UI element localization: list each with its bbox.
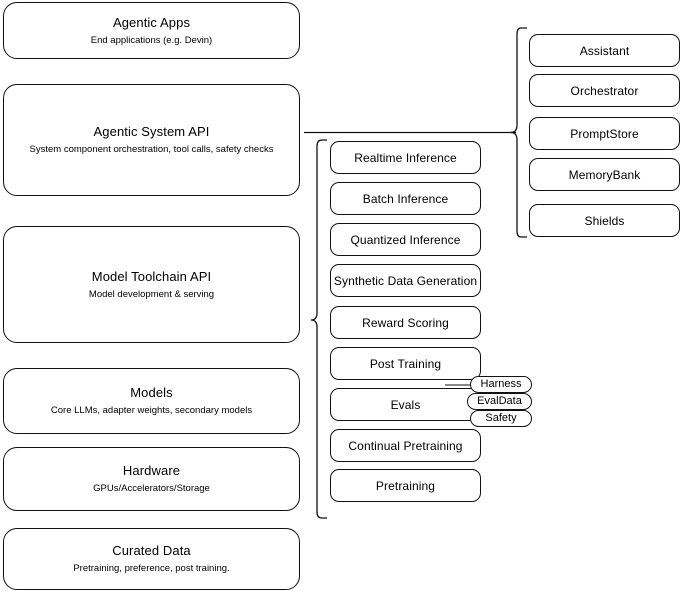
layer-subtitle: Pretraining, preference, post training. (73, 563, 230, 574)
capability-pretraining[interactable]: Pretraining (330, 469, 481, 502)
layer-title: Agentic Apps (112, 14, 191, 30)
eval-tag-label: Harness (480, 378, 522, 390)
capability-batch-inference[interactable]: Batch Inference (330, 182, 481, 215)
layer-agentic-system-api[interactable]: Agentic System API System component orch… (3, 84, 300, 196)
layer-title: Agentic System API (93, 124, 210, 139)
layer-title: Model Toolchain API (91, 268, 212, 284)
layer-models[interactable]: Models Core LLMs, adapter weights, secon… (3, 368, 300, 434)
layer-title: Curated Data (112, 543, 191, 558)
system-component-memorybank[interactable]: MemoryBank (529, 158, 680, 191)
capability-reward-scoring[interactable]: Reward Scoring (330, 306, 481, 339)
capability-label: Reward Scoring (362, 315, 449, 330)
capability-quantized-inference[interactable]: Quantized Inference (330, 223, 481, 256)
capability-label: Quantized Inference (350, 232, 461, 247)
layer-subtitle: Core LLMs, adapter weights, secondary mo… (50, 405, 253, 416)
layer-agentic-apps[interactable]: Agentic Apps End applications (e.g. Devi… (3, 2, 300, 59)
eval-tag-safety[interactable]: Safety (470, 410, 532, 427)
layer-title: Models (130, 385, 173, 400)
capability-post-training[interactable]: Post Training (330, 347, 481, 380)
capability-synthetic-data-generation[interactable]: Synthetic Data Generation (330, 264, 481, 297)
layer-subtitle: System component orchestration, tool cal… (29, 144, 274, 155)
layer-subtitle: Model development & serving (88, 288, 215, 300)
layer-title: Hardware (122, 463, 181, 478)
capability-continual-pretraining[interactable]: Continual Pretraining (330, 429, 481, 462)
system-component-label: Orchestrator (570, 83, 639, 98)
layer-curated-data[interactable]: Curated Data Pretraining, preference, po… (3, 528, 300, 590)
system-component-shields[interactable]: Shields (529, 204, 680, 237)
system-component-label: PromptStore (570, 126, 639, 141)
capability-label: Synthetic Data Generation (333, 273, 478, 288)
capability-label: Post Training (369, 356, 442, 371)
system-component-assistant[interactable]: Assistant (529, 34, 680, 67)
layer-hardware[interactable]: Hardware GPUs/Accelerators/Storage (3, 447, 300, 511)
capability-label: Pretraining (375, 478, 436, 493)
layer-model-toolchain-api[interactable]: Model Toolchain API Model development & … (3, 226, 300, 343)
capability-label: Realtime Inference (354, 150, 457, 165)
system-component-label: MemoryBank (568, 167, 641, 182)
eval-tag-label: EvalData (477, 395, 522, 407)
capability-label: Batch Inference (362, 191, 449, 206)
capability-label: Evals (390, 397, 421, 412)
eval-tag-evaldata[interactable]: EvalData (467, 393, 532, 410)
system-component-label: Shields (584, 213, 625, 228)
capability-realtime-inference[interactable]: Realtime Inference (330, 141, 481, 174)
layer-subtitle: GPUs/Accelerators/Storage (93, 483, 210, 494)
layer-subtitle: End applications (e.g. Devin) (90, 34, 213, 46)
eval-tag-harness[interactable]: Harness (470, 376, 532, 393)
brace-system-components (510, 27, 527, 238)
capability-evals[interactable]: Evals (330, 388, 481, 421)
system-component-promptstore[interactable]: PromptStore (529, 117, 680, 150)
system-component-label: Assistant (579, 43, 630, 58)
system-component-orchestrator[interactable]: Orchestrator (529, 74, 680, 107)
brace-toolchain-capabilities (310, 139, 327, 519)
capability-label: Continual Pretraining (348, 438, 463, 453)
eval-tag-label: Safety (485, 412, 517, 424)
